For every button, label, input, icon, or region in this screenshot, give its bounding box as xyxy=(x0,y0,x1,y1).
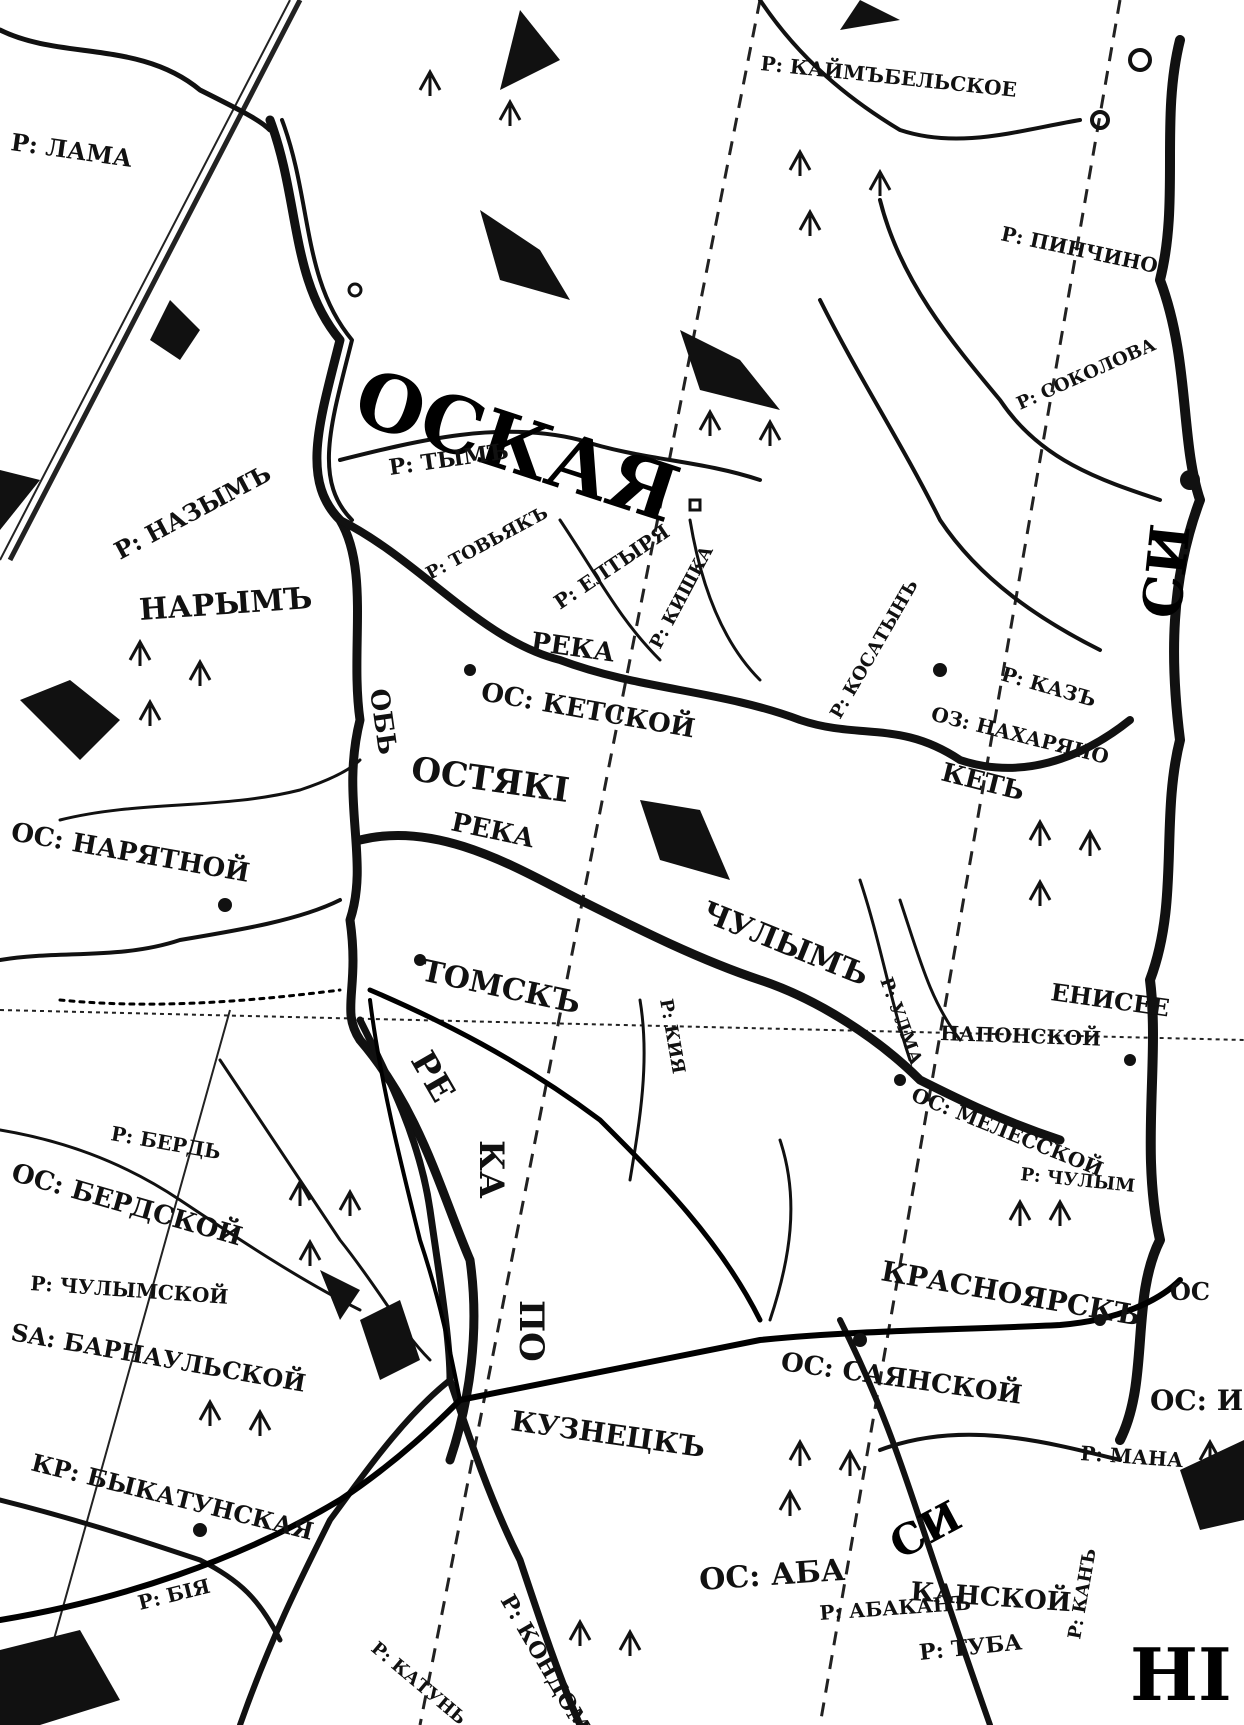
river-label-ob-3: КА xyxy=(471,1140,511,1199)
rivers xyxy=(0,0,1205,1725)
region-label-si-north: СИ xyxy=(1129,521,1202,621)
settlement-markers xyxy=(193,48,1200,1537)
settlement-os-right: ОС: ИС xyxy=(1150,1384,1244,1417)
settlement-os-right-2: ОС xyxy=(1170,1277,1210,1306)
settlement-nishni: НІ xyxy=(1130,1632,1232,1717)
roads xyxy=(0,987,1183,1623)
river-label-ob-4: ПО xyxy=(511,1300,551,1362)
forest-symbols xyxy=(128,68,1222,1656)
